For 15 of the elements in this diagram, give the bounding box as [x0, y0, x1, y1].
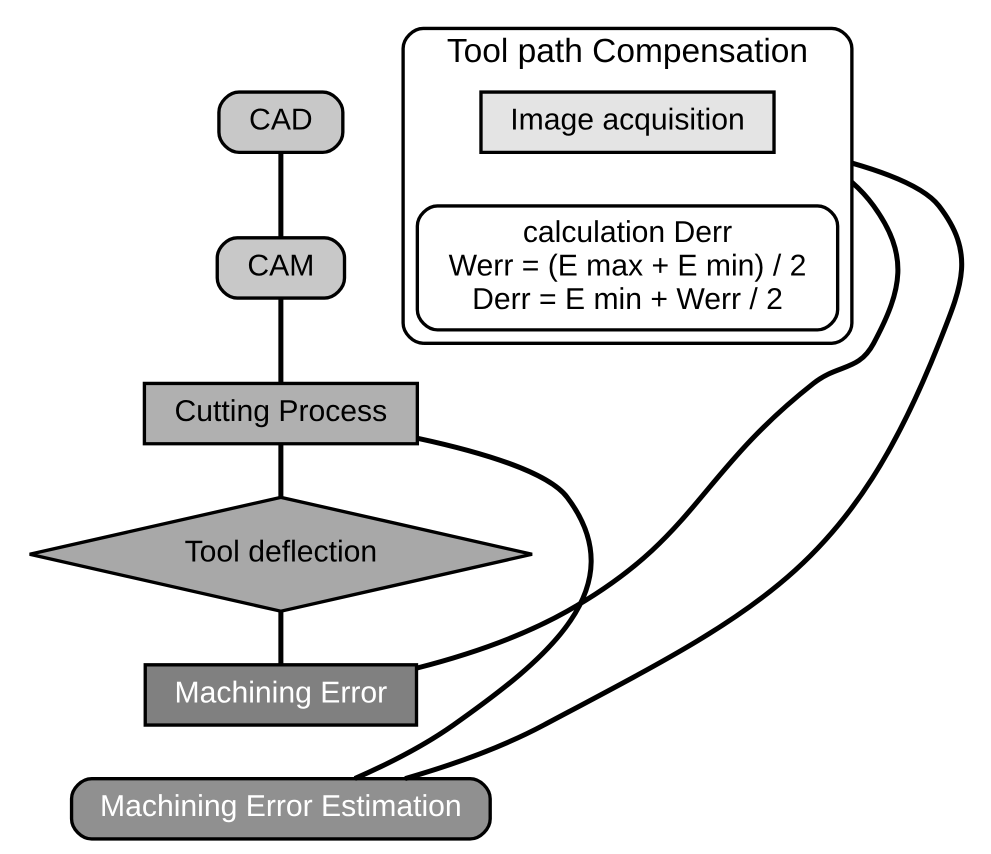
- connector: [353, 436, 594, 781]
- node-box: Cutting Process: [142, 382, 419, 446]
- connector: [278, 152, 283, 238]
- node-box: calculation Derr Werr = (E max + E min) / 2 Derr = E min + Werr / 2: [415, 204, 839, 332]
- connector: [278, 612, 283, 665]
- node-box: Image acquisition: [478, 90, 776, 154]
- connector: [416, 180, 900, 670]
- connector: [278, 444, 283, 497]
- node-box: Machining Error: [143, 663, 418, 727]
- connector: [404, 160, 964, 782]
- node-box: Machining Error Estimation: [69, 776, 492, 841]
- node-diamond: Tool deflection: [28, 496, 534, 613]
- connector: [278, 298, 283, 384]
- node-box: CAM: [215, 236, 346, 300]
- node-box: CAD: [216, 90, 344, 154]
